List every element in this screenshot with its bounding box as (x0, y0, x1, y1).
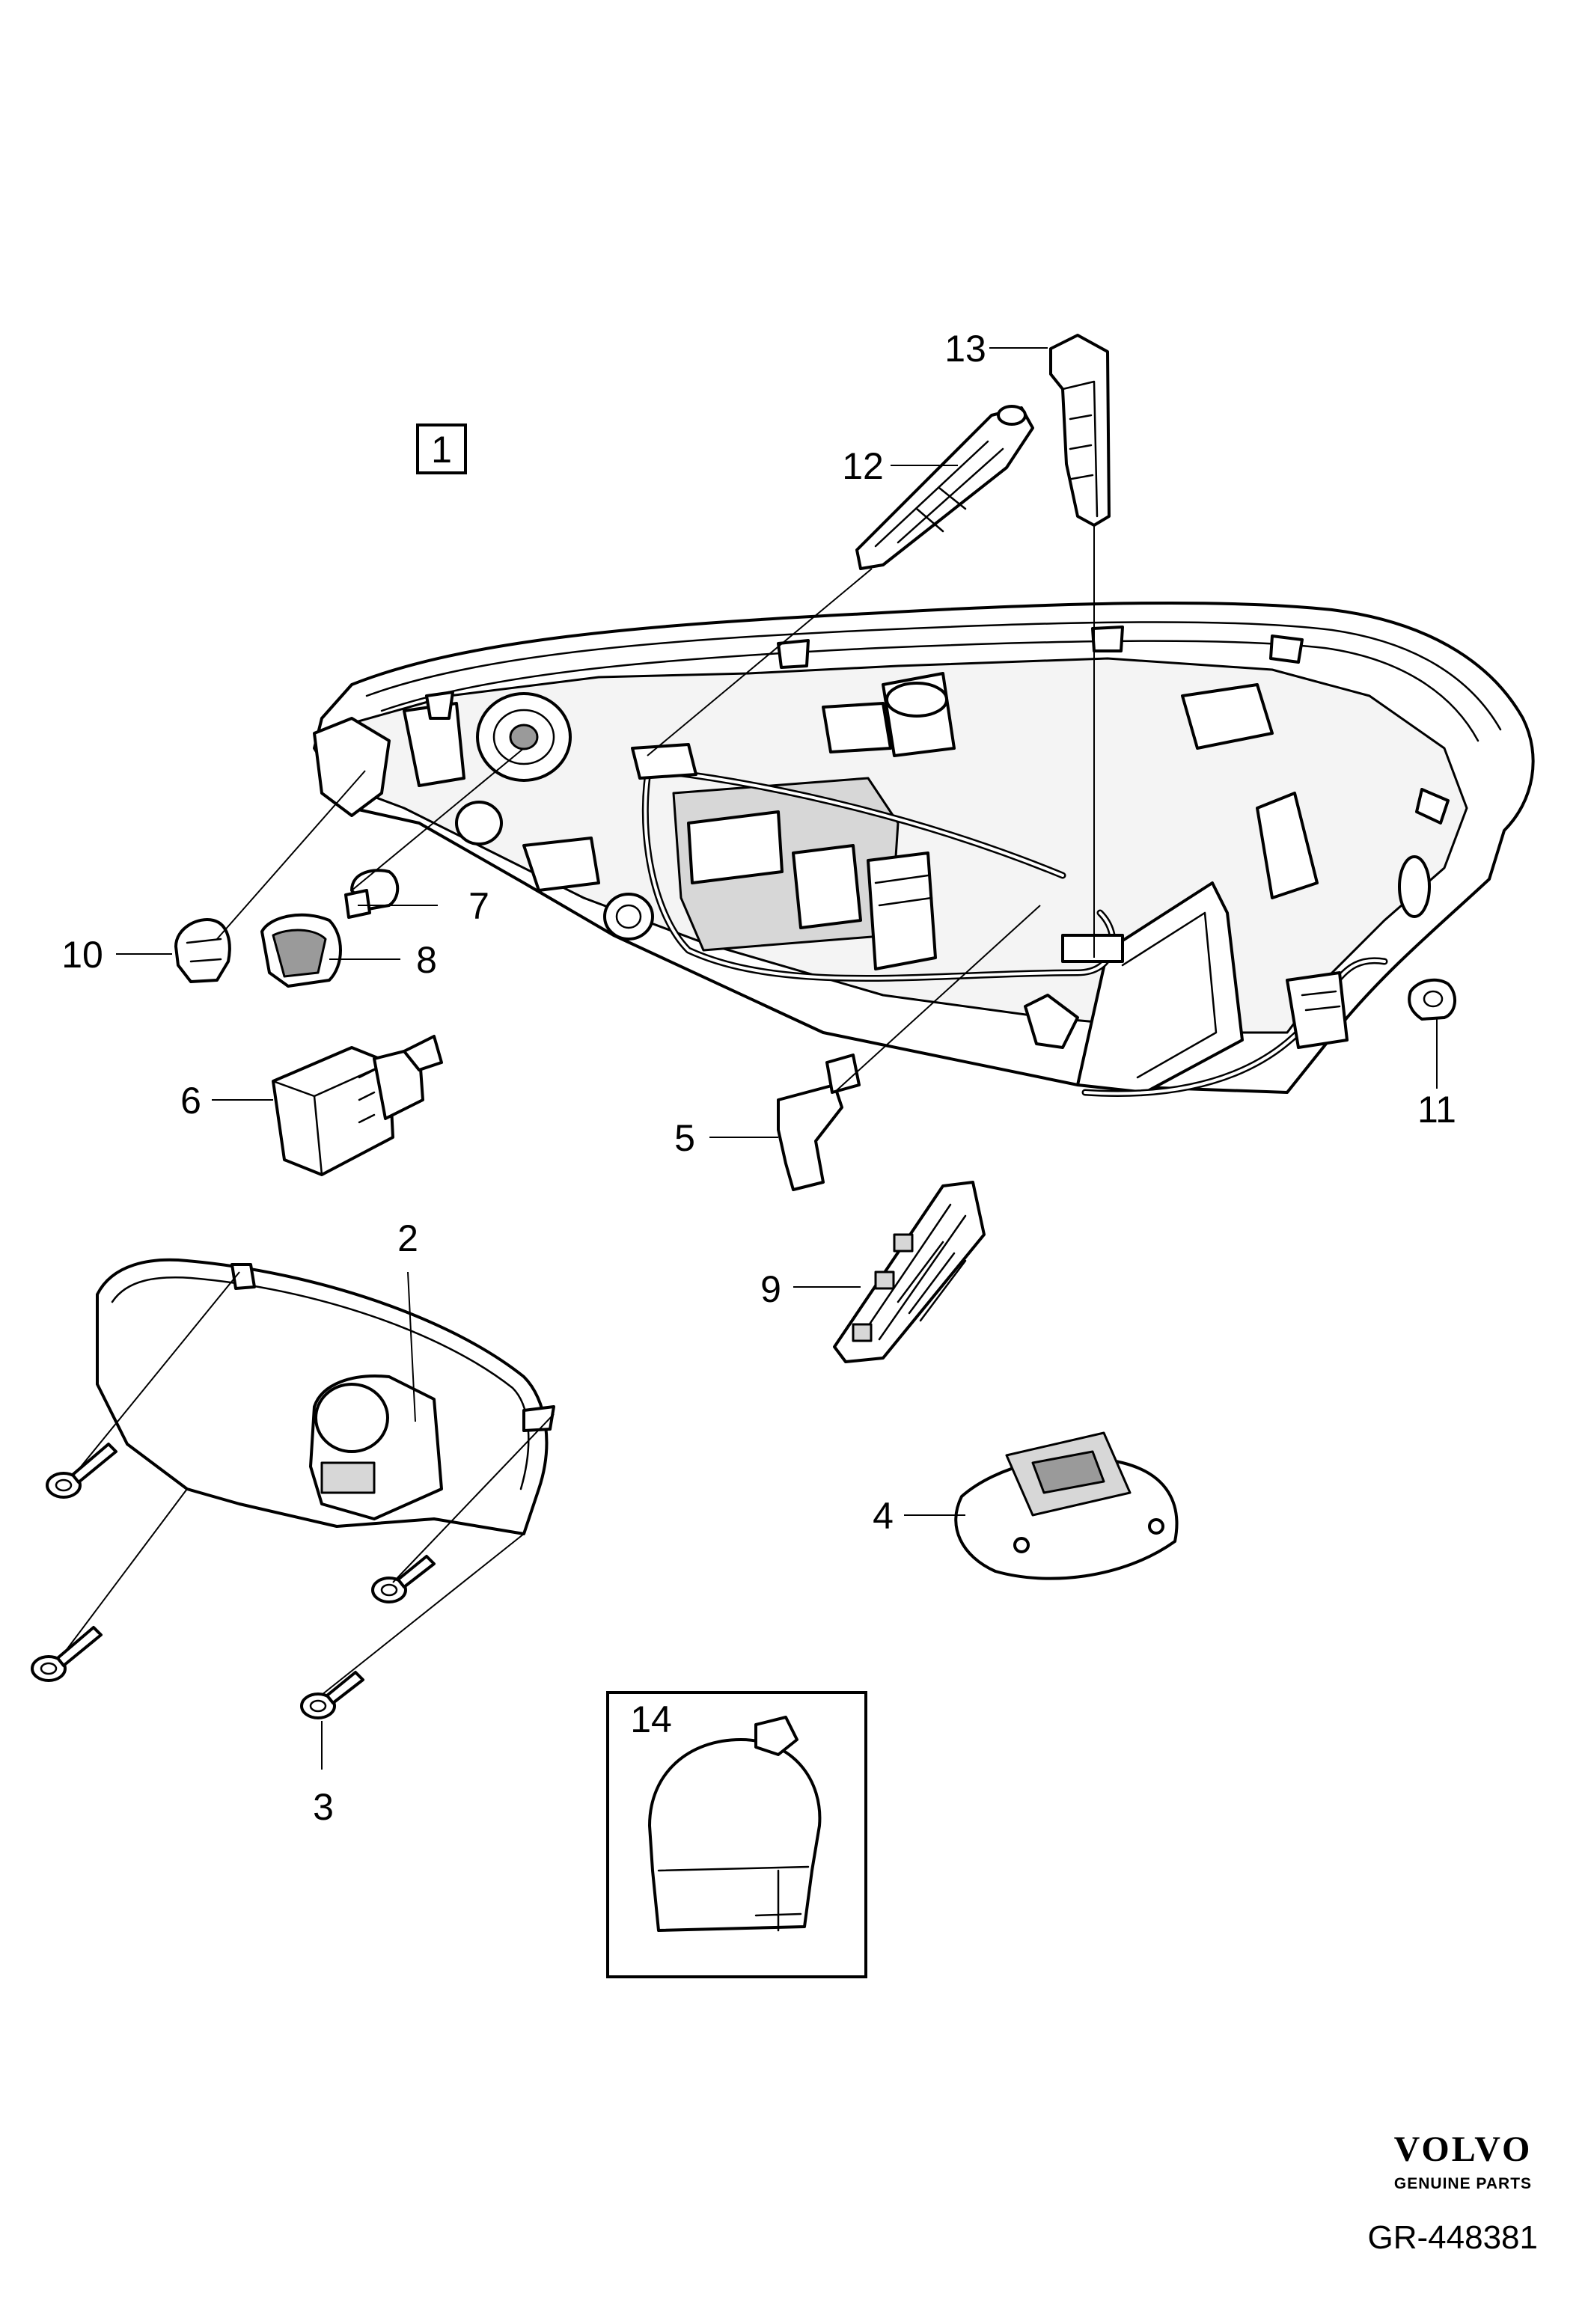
part-2-lens-cover (96, 1258, 555, 1535)
callout-8: 8 (416, 939, 437, 981)
part-7-bulb (344, 869, 400, 919)
callout-13: 13 (944, 328, 986, 370)
callout-labels: 2 3 4 5 6 7 8 9 10 11 12 13 14 (61, 328, 1456, 1828)
assembly-label-box: 1 (416, 423, 467, 474)
headlamp-housing (313, 601, 1535, 1097)
part-6-control-unit (272, 1035, 443, 1176)
part-3-screws (31, 1443, 436, 1719)
callout-12: 12 (842, 445, 884, 487)
part-14-inset (606, 1691, 867, 1978)
assembly-label-text: 1 (431, 429, 452, 471)
callout-11: 11 (1417, 1089, 1456, 1131)
callout-4: 4 (873, 1495, 894, 1537)
callout-2: 2 (397, 1217, 418, 1259)
part-11-clip (1408, 978, 1456, 1021)
callout-7: 7 (468, 885, 489, 927)
reference-number: GR-448381 (1368, 2219, 1538, 2256)
callout-14: 14 (630, 1698, 672, 1740)
part-9-control-module (833, 1181, 986, 1363)
leader-lines (63, 347, 1438, 1770)
callout-6: 6 (180, 1080, 201, 1122)
part-12-bracket (855, 405, 1034, 570)
part-5-bulb (777, 1054, 861, 1191)
brand-tagline: GENUINE PARTS (1394, 2175, 1532, 2192)
part-8-socket (260, 913, 342, 988)
part-4-igniter (954, 1431, 1179, 1580)
callout-3: 3 (313, 1786, 334, 1828)
callout-10: 10 (61, 934, 103, 976)
part-10-bulb-holder (174, 918, 231, 983)
callout-9: 9 (760, 1268, 781, 1310)
brand-name: VOLVO (1394, 2129, 1533, 2169)
brand-block: VOLVO GENUINE PARTS GR-448381 (1368, 2129, 1538, 2256)
part-13-bracket (1049, 334, 1111, 527)
callout-5: 5 (674, 1117, 695, 1159)
